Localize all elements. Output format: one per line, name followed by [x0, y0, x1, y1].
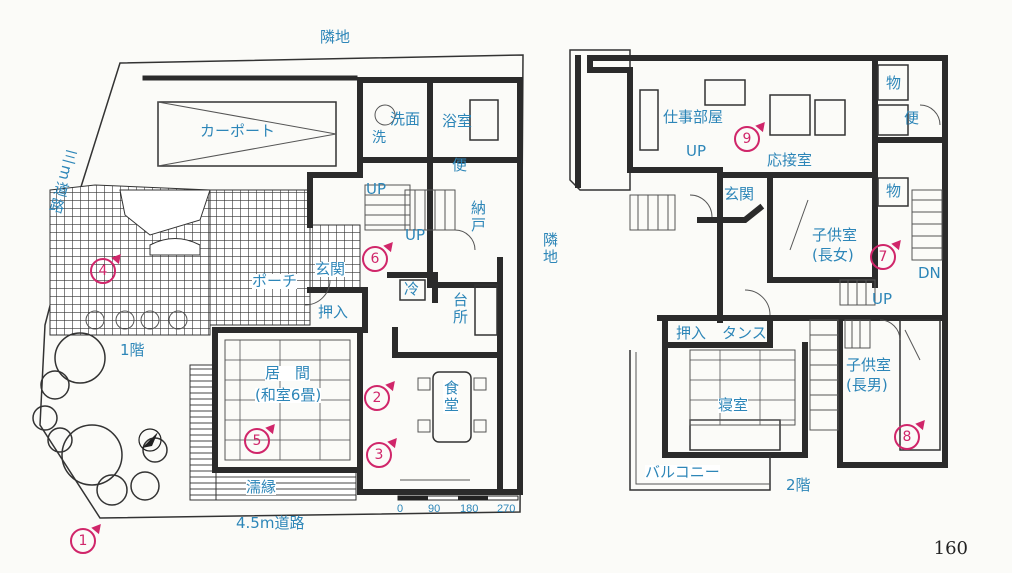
bedroom-label: 寝室 — [718, 396, 749, 414]
balcony-label: バルコニー — [645, 463, 720, 481]
road-bottom-label: 4.5m道路 — [236, 514, 305, 532]
engawa-label: 濡縁 — [246, 478, 277, 496]
storage-top-label: 物 — [886, 74, 902, 92]
child-girl-sub-label: (長女) — [812, 246, 854, 264]
viewpoint-marker-3: 3 — [366, 442, 392, 468]
neighbor-top-label: 隣地 — [320, 28, 351, 46]
neighbor-right-label: 隣地 — [541, 232, 559, 266]
toilet-label: 便 — [452, 156, 468, 174]
page-number: 160 — [933, 538, 968, 559]
toilet-2f-label: 便 — [904, 109, 920, 127]
fridge-label: 冷 — [404, 280, 420, 298]
porch-label: ポーチ — [252, 272, 298, 290]
scale-270: 270 — [497, 503, 516, 515]
wash-small-label: 洗 — [372, 130, 386, 146]
floor2-plan — [569, 49, 948, 491]
storage-mid-label: 物 — [886, 182, 902, 200]
entrance-2f-label: 玄関 — [724, 185, 755, 203]
viewpoint-marker-1: 1 — [70, 528, 96, 554]
washroom-label: 洗面 — [390, 110, 421, 128]
dn-label: DN — [918, 264, 941, 282]
closet-2f-label: 押入 — [676, 324, 707, 342]
garden-trees — [32, 332, 168, 506]
workroom-label: 仕事部屋 — [663, 108, 724, 126]
up-label-1f-b: UP — [405, 226, 426, 244]
scale-180: 180 — [460, 503, 479, 515]
viewpoint-marker-9: 9 — [734, 126, 760, 152]
floor1-plan — [32, 54, 524, 519]
viewpoint-marker-7: 7 — [870, 244, 896, 270]
viewpoint-marker-4: 4 — [90, 258, 116, 284]
entrance-label: 玄関 — [315, 260, 346, 278]
viewpoint-marker-8: 8 — [894, 424, 920, 450]
up-label-2f-a: UP — [686, 142, 707, 160]
dining-table — [432, 371, 472, 443]
dining-label: 食堂 — [442, 380, 460, 414]
viewpoint-marker-2: 2 — [364, 385, 390, 411]
up-label-1f-a: UP — [366, 180, 387, 198]
child-boy-label: 子供室 — [846, 356, 892, 374]
child-boy-sub-label: (長男) — [846, 376, 888, 394]
scale-bar — [397, 495, 519, 501]
planters — [85, 310, 188, 330]
bath-label: 浴室 — [442, 112, 473, 130]
scale-90: 90 — [428, 503, 441, 515]
up-label-2f-b: UP — [872, 290, 893, 308]
storage-label: 納戸 — [469, 200, 487, 234]
floor2-label: 2階 — [786, 476, 811, 494]
reception-label: 応接室 — [767, 151, 813, 169]
living-sub-label: (和室6畳) — [255, 386, 322, 404]
living-label: 居 間 — [265, 364, 311, 382]
stair-2f — [629, 189, 943, 431]
closet-label: 押入 — [318, 303, 349, 321]
tansu-label: タンス — [722, 324, 767, 342]
viewpoint-marker-6: 6 — [362, 246, 388, 272]
carport-label: カーポート — [200, 122, 276, 140]
stair-1f — [364, 184, 456, 231]
child-girl-label: 子供室 — [812, 226, 858, 244]
scale-0: 0 — [397, 503, 404, 515]
floor1-label: 1階 — [120, 341, 145, 359]
compass-north-icon — [138, 428, 162, 452]
viewpoint-marker-5: 5 — [244, 428, 270, 454]
engawa-deck — [215, 469, 357, 501]
kitchen-label: 台所 — [451, 292, 469, 326]
